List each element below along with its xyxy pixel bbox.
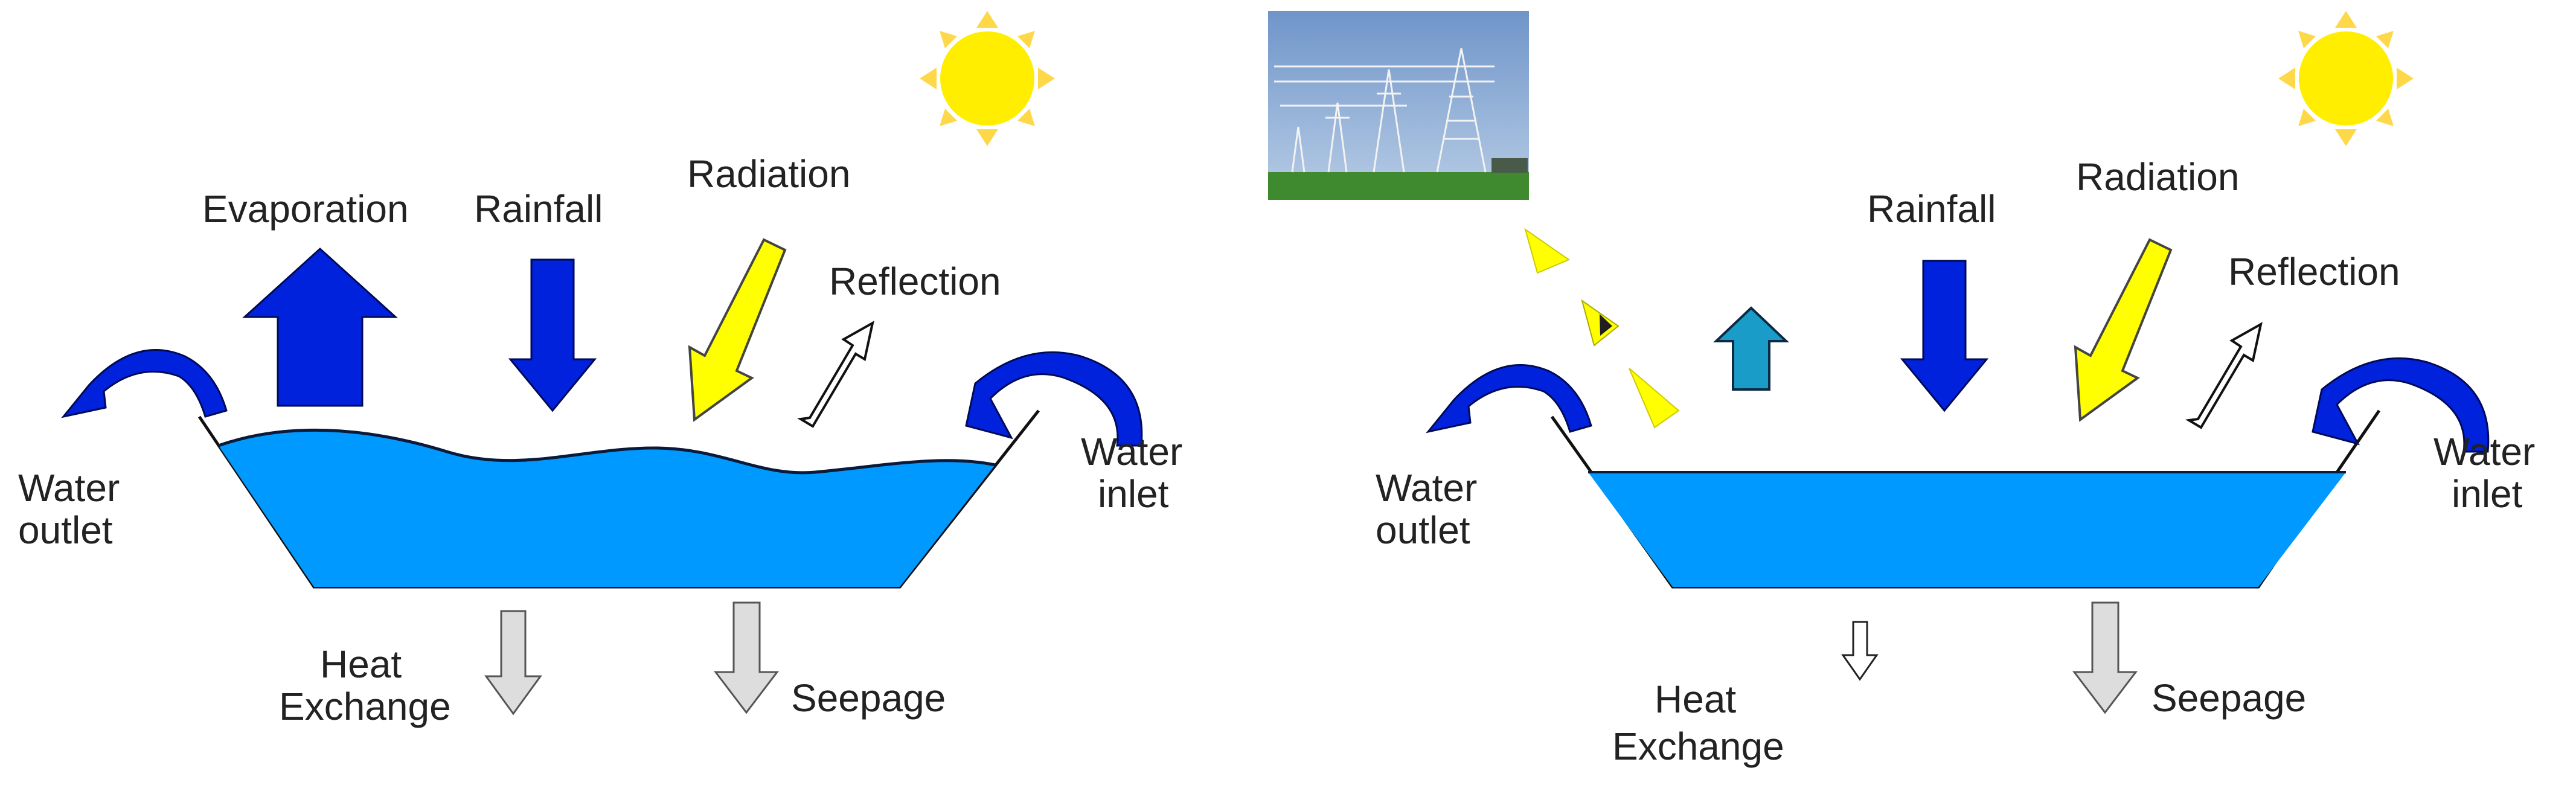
water-body-right [1588, 472, 2346, 587]
heat-exchange-arrow-left [484, 610, 542, 716]
rainfall-arrow-left [508, 258, 597, 412]
right-panel: Rainfall Radiation Reflection Water outl… [1376, 11, 2535, 768]
seepage-arrow-left [713, 601, 780, 714]
seepage-arrow-right [2072, 601, 2138, 714]
rainfall-arrow-right [1900, 260, 1989, 412]
radiation-triangles [1524, 228, 1680, 429]
water-inlet-arrow-left [965, 351, 1143, 447]
label-water-outlet-left-line1: Water [18, 466, 120, 510]
radiation-arrow-left [688, 238, 787, 422]
sun-icon-left [920, 11, 1055, 146]
water-outlet-arrow-left [61, 349, 228, 418]
label-seepage-right: Seepage [2151, 676, 2306, 720]
label-water-outlet-left-line2: outlet [18, 508, 113, 552]
left-panel: Evaporation Rainfall Radiation Reflectio… [18, 11, 1182, 728]
label-heat-exchange-right-line1: Heat [1655, 677, 1736, 721]
reflection-arrow-right [2185, 322, 2263, 429]
label-seepage-left: Seepage [791, 676, 946, 720]
water-outlet-arrow-right [1426, 364, 1592, 434]
label-heat-exchange-right-line2: Exchange [1612, 725, 1784, 768]
label-reflection-right: Reflection [2228, 250, 2400, 293]
label-water-outlet-right-line2: outlet [1376, 508, 1470, 552]
radiation-arrow-right [2074, 238, 2173, 422]
evaporation-arrow-right [1713, 306, 1790, 391]
label-water-inlet-right-line1: Water [2433, 430, 2535, 473]
label-rainfall-right: Rainfall [1867, 187, 1996, 231]
label-reflection-left: Reflection [829, 260, 1001, 303]
reflection-arrow-left [797, 321, 874, 428]
label-evaporation-left: Evaporation [202, 187, 409, 231]
power-lines-photo [1268, 11, 1529, 200]
water-surface-left [218, 428, 996, 475]
label-water-outlet-right-line1: Water [1376, 466, 1477, 510]
water-inlet-arrow-right [2312, 357, 2490, 453]
label-water-inlet-left-line2: inlet [1098, 472, 1169, 516]
water-body-left [219, 430, 995, 587]
label-water-inlet-left-line1: Water [1081, 430, 1182, 473]
label-rainfall-left: Rainfall [474, 187, 603, 231]
label-heat-exchange-left-line1: Heat [320, 642, 402, 686]
label-heat-exchange-left-line2: Exchange [279, 685, 451, 728]
evaporation-arrow-left [242, 247, 398, 407]
label-radiation-left: Radiation [687, 152, 850, 196]
sun-icon-right [2278, 11, 2414, 146]
label-radiation-right: Radiation [2076, 155, 2239, 199]
label-water-inlet-right-line2: inlet [2452, 472, 2523, 516]
heat-exchange-arrow-right [1841, 621, 1879, 681]
